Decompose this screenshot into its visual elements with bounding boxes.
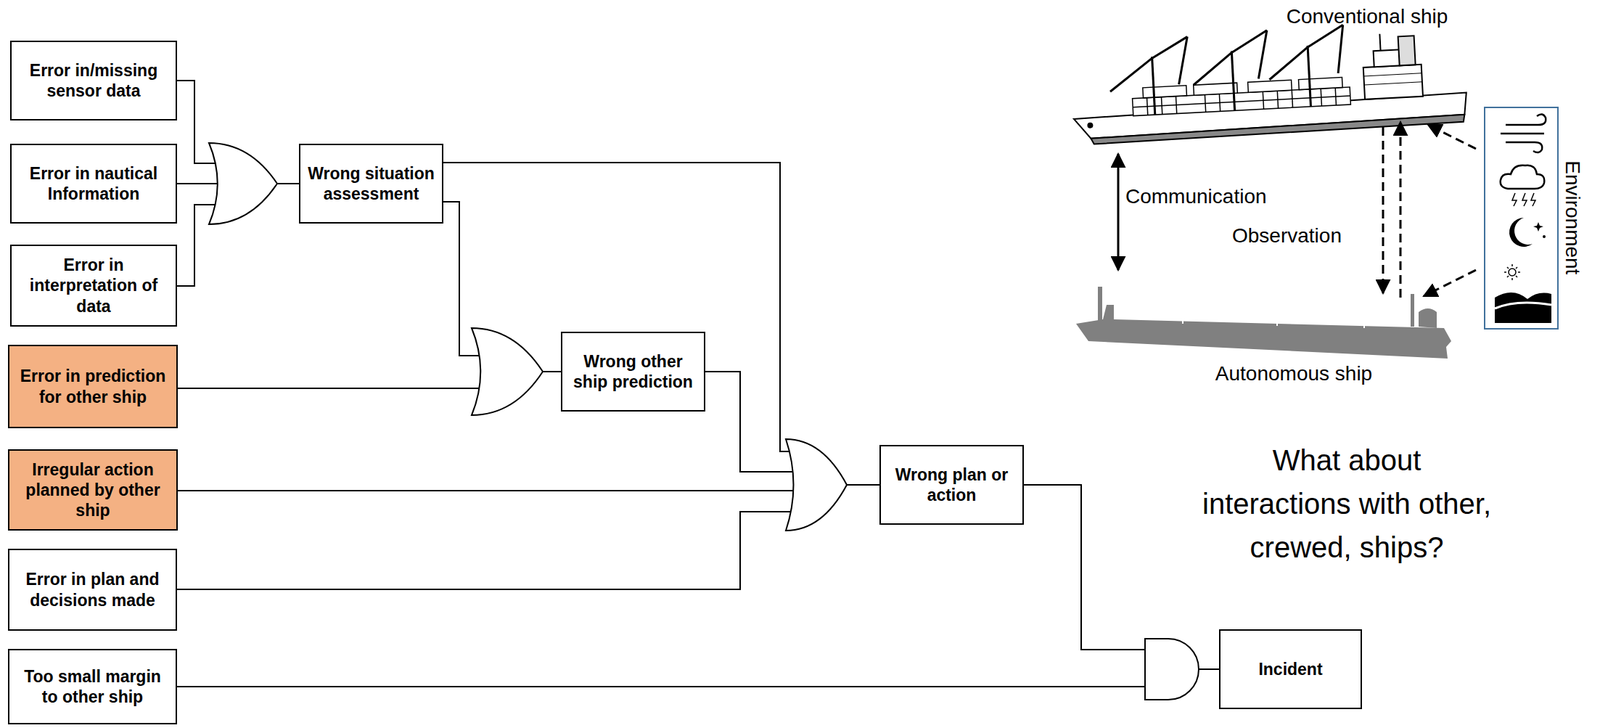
event-box: Wrong other ship prediction <box>560 331 706 412</box>
connector <box>443 201 561 372</box>
node-text: Wrong situation assessment <box>306 163 437 204</box>
node-text: Error in/missing sensor data <box>17 60 170 101</box>
environment-panel <box>1484 107 1558 329</box>
cause-box: Irregular action planned by other ship <box>7 449 178 531</box>
ship-label: Autonomous ship <box>1215 361 1373 387</box>
cause-box: Error in nautical Information <box>10 143 178 224</box>
cause-box: Too small margin to other ship <box>7 648 178 725</box>
environment-label: Environment <box>1560 160 1586 275</box>
node-text: Error in plan and decisions made <box>15 568 170 610</box>
cause-box: Error in prediction for other ship <box>7 344 178 429</box>
node-text: Too small margin to other ship <box>15 666 170 707</box>
conventional-ship <box>1069 18 1468 146</box>
connector <box>443 162 880 485</box>
cause-box: Error in plan and decisions made <box>7 548 178 631</box>
connector <box>177 669 1220 687</box>
event-box: Wrong situation assessment <box>298 143 444 224</box>
event-box: Wrong plan or action <box>879 444 1024 525</box>
or-gate <box>785 439 847 531</box>
or-gate <box>208 142 278 225</box>
connector <box>177 484 880 590</box>
ship-label: Conventional ship <box>1286 4 1449 30</box>
node-text: Incident <box>1258 658 1323 680</box>
node-text: Wrong plan or action <box>886 464 1017 506</box>
environment-arrow <box>1423 269 1476 297</box>
arrow-label: Observation <box>1232 223 1342 249</box>
question-text: What about interactions with other, crew… <box>1194 438 1500 569</box>
arrow-label: Communication <box>1125 184 1267 209</box>
or-gate <box>471 327 543 416</box>
and-gate <box>1145 638 1199 700</box>
connector <box>177 371 561 389</box>
node-text: Error in interpretation of data <box>17 254 170 316</box>
observation-arrow <box>1382 126 1385 294</box>
cause-box: Error in interpretation of data <box>10 244 178 327</box>
cause-box: Error in/missing sensor data <box>10 40 178 121</box>
connector <box>705 371 880 485</box>
environment-arrow <box>1428 124 1476 149</box>
node-text: Wrong other ship prediction <box>568 351 699 392</box>
top-event-box: Incident <box>1219 629 1362 709</box>
communication-arrow <box>1117 153 1120 270</box>
node-text: Error in prediction for other ship <box>15 365 171 407</box>
connector <box>177 80 299 184</box>
node-text: Irregular action planned by other ship <box>15 459 171 521</box>
connector <box>177 183 299 286</box>
node-text: Error in nautical Information <box>17 163 170 204</box>
logic-gates <box>208 142 1199 700</box>
autonomous-ship <box>1076 286 1452 359</box>
connector <box>1023 484 1220 670</box>
observation-arrow <box>1399 121 1402 298</box>
connector <box>177 484 880 491</box>
